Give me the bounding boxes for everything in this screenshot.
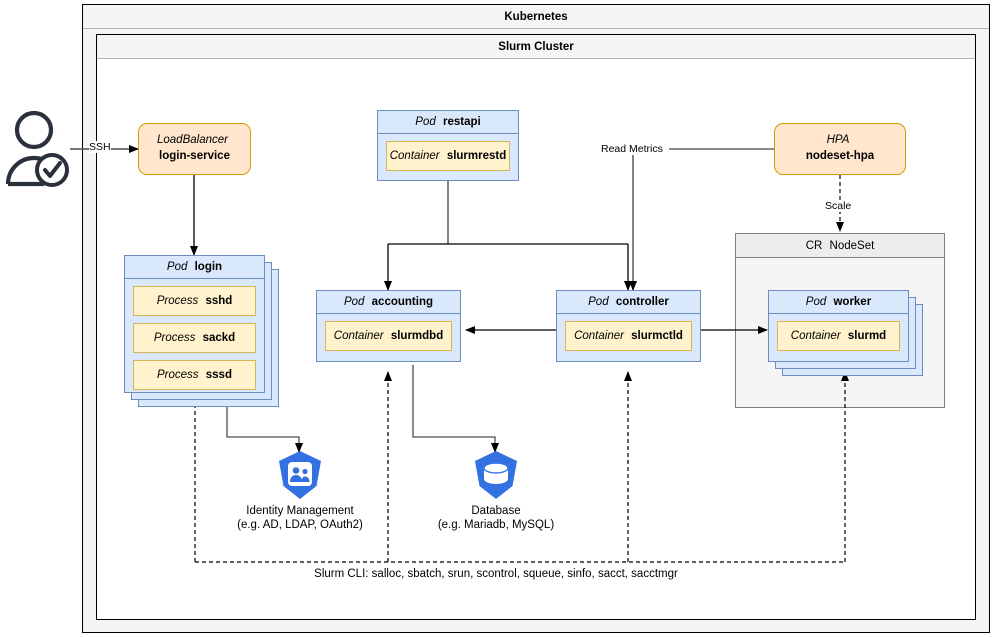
pod-login-name: login bbox=[194, 261, 223, 273]
slurm-cli-note: Slurm CLI: salloc, sbatch, srun, scontro… bbox=[314, 568, 678, 580]
process-sssd-kind: Process bbox=[157, 369, 199, 381]
pod-worker-name: worker bbox=[833, 296, 872, 308]
pod-worker-group: Pod worker Container slurmd bbox=[768, 290, 923, 377]
pod-controller[interactable]: Pod controller Container slurmctld bbox=[556, 290, 701, 362]
user-verified-icon bbox=[4, 108, 74, 190]
loadbalancer-login-service[interactable]: LoadBalancer login-service bbox=[138, 123, 251, 175]
pod-worker[interactable]: Pod worker Container slurmd bbox=[768, 290, 909, 362]
hpa-kind: HPA bbox=[826, 134, 850, 147]
nodeset-name: NodeSet bbox=[829, 240, 875, 252]
container-slurmd-kind: Container bbox=[790, 330, 841, 342]
container-slurmdbd-name: slurmdbd bbox=[390, 330, 444, 342]
process-sssd[interactable]: Process sssd bbox=[133, 360, 256, 390]
pod-restapi[interactable]: Pod restapi Container slurmrestd bbox=[377, 110, 519, 181]
pod-accounting-kind: Pod bbox=[343, 296, 365, 308]
nodeset-kind: CR bbox=[805, 240, 823, 252]
process-sshd[interactable]: Process sshd bbox=[133, 286, 256, 316]
database-caption-line2: (e.g. Mariadb, MySQL) bbox=[437, 519, 555, 532]
container-slurmrestd-name: slurmrestd bbox=[446, 150, 507, 162]
loadbalancer-name: login-service bbox=[159, 150, 230, 162]
pod-accounting[interactable]: Pod accounting Container slurmdbd bbox=[316, 290, 461, 362]
pod-restapi-title: Pod restapi bbox=[378, 111, 518, 134]
container-slurmctld[interactable]: Container slurmctld bbox=[565, 321, 692, 351]
pod-worker-title: Pod worker bbox=[769, 291, 908, 314]
pod-controller-body: Container slurmctld bbox=[557, 314, 700, 358]
pod-controller-kind: Pod bbox=[588, 296, 609, 308]
container-slurmd-name: slurmd bbox=[847, 330, 887, 342]
pod-login-title: Pod login bbox=[125, 256, 264, 279]
container-slurmctld-name: slurmctld bbox=[631, 330, 683, 342]
slurm-cluster-container-title: Slurm Cluster bbox=[97, 35, 975, 59]
pod-worker-kind: Pod bbox=[805, 296, 827, 308]
hpa-name: nodeset-hpa bbox=[805, 150, 875, 162]
pod-restapi-name: restapi bbox=[442, 116, 481, 128]
pod-restapi-kind: Pod bbox=[415, 116, 436, 128]
database-caption: Database (e.g. Mariadb, MySQL) bbox=[396, 504, 596, 533]
scale-label: Scale bbox=[825, 200, 852, 212]
pod-accounting-name: accounting bbox=[371, 296, 433, 308]
container-slurmctld-kind: Container bbox=[574, 330, 624, 342]
pod-worker-body: Container slurmd bbox=[769, 314, 908, 358]
identity-caption-line2: (e.g. AD, LDAP, OAuth2) bbox=[237, 519, 363, 532]
process-sshd-kind: Process bbox=[156, 295, 199, 307]
pod-controller-name: controller bbox=[615, 296, 669, 308]
container-slurmrestd[interactable]: Container slurmrestd bbox=[386, 141, 510, 171]
container-slurmdbd[interactable]: Container slurmdbd bbox=[325, 321, 452, 351]
process-sackd[interactable]: Process sackd bbox=[133, 323, 256, 353]
loadbalancer-kind: LoadBalancer bbox=[157, 134, 228, 147]
kubernetes-container-title: Kubernetes bbox=[83, 5, 989, 29]
pod-accounting-title: Pod accounting bbox=[317, 291, 460, 314]
database-caption-line1: Database bbox=[471, 505, 521, 517]
container-slurmd[interactable]: Container slurmd bbox=[777, 321, 900, 351]
pod-login-kind: Pod bbox=[166, 261, 188, 273]
process-sackd-name: sackd bbox=[202, 332, 236, 344]
database-icon bbox=[471, 450, 521, 500]
pod-login[interactable]: Pod login Process sshd Process sackd Pro… bbox=[124, 255, 265, 393]
nodeset-cr-title: CR NodeSet bbox=[736, 234, 944, 258]
identity-management-icon bbox=[275, 450, 325, 500]
identity-caption-line1: Identity Management bbox=[246, 505, 354, 517]
identity-management-caption: Identity Management (e.g. AD, LDAP, OAut… bbox=[200, 504, 400, 533]
pod-restapi-body: Container slurmrestd bbox=[378, 134, 518, 178]
process-sshd-name: sshd bbox=[205, 295, 233, 307]
pod-login-body: Process sshd Process sackd Process sssd bbox=[125, 279, 264, 397]
ssh-edge-label: SSH bbox=[89, 141, 111, 153]
pod-controller-title: Pod controller bbox=[557, 291, 700, 314]
process-sackd-kind: Process bbox=[153, 332, 196, 344]
container-slurmrestd-kind: Container bbox=[389, 150, 440, 162]
pod-accounting-body: Container slurmdbd bbox=[317, 314, 460, 358]
process-sssd-name: sssd bbox=[205, 369, 232, 381]
container-slurmdbd-kind: Container bbox=[333, 330, 384, 342]
hpa-nodeset-hpa[interactable]: HPA nodeset-hpa bbox=[774, 123, 906, 175]
pod-login-group: Pod login Process sshd Process sackd Pro… bbox=[124, 255, 279, 407]
read-metrics-label: Read Metrics bbox=[601, 143, 663, 155]
